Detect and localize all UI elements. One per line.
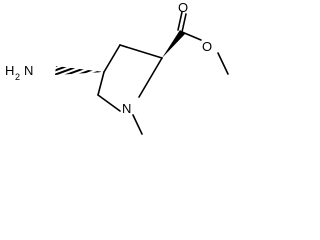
bond-c2-c3 xyxy=(119,44,163,59)
molecule-drawing: H N 2 N O O xyxy=(5,0,229,135)
bond-c5-n1 xyxy=(97,94,121,112)
bold-wedge-c2-carbonyl xyxy=(162,30,185,58)
bond-n1-c2 xyxy=(138,57,163,98)
amine-h-label: H xyxy=(5,63,14,78)
bond-n1-methyl xyxy=(132,114,143,135)
hashed-wedge-c4-nh2 xyxy=(55,66,104,75)
bond-carbonyl-double-2 xyxy=(177,11,183,31)
amine-subscript: 2 xyxy=(15,72,20,82)
bond-c3-c4 xyxy=(103,44,121,73)
bond-c4-c5 xyxy=(97,71,105,96)
amine-n-label: N xyxy=(24,63,33,78)
structure-canvas: H N 2 N O O xyxy=(0,0,234,140)
bond-carbonyl-ester-o xyxy=(181,31,202,41)
bond-ester-o-methyl xyxy=(217,52,229,75)
carbonyl-oxygen-label: O xyxy=(178,0,188,15)
bond-carbonyl-double-1 xyxy=(181,13,187,33)
ester-oxygen-label: O xyxy=(202,39,212,54)
ring-nitrogen-label: N xyxy=(122,101,131,116)
